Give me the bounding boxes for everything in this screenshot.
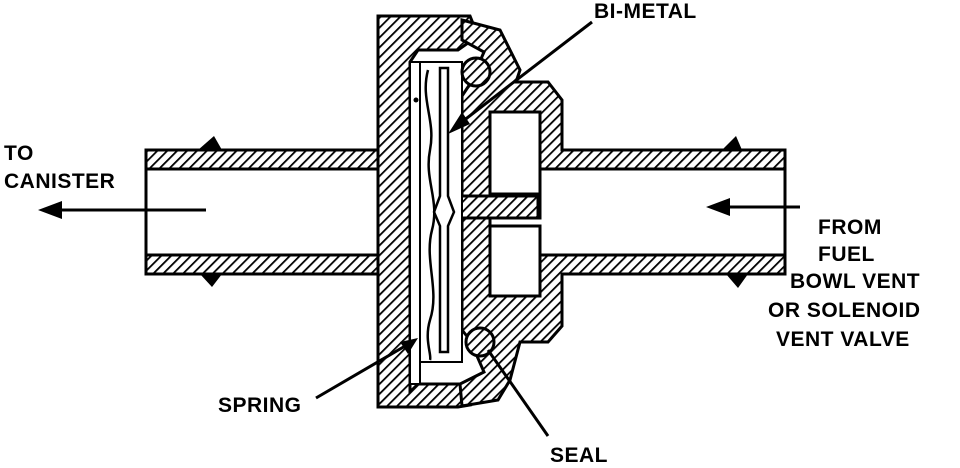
seal-ring-bottom (464, 326, 496, 358)
label-seal: SEAL (550, 444, 608, 467)
arrow-left-icon (38, 201, 62, 219)
label-to: TO (4, 142, 34, 165)
right-tube-barb-bottom (726, 274, 748, 288)
bi-metal-strip (432, 66, 456, 354)
left-tube-bottom-wall (144, 253, 392, 276)
left-tube-barb-bottom (200, 274, 222, 287)
right-tube-barb-top (722, 136, 742, 150)
seal-ring-top (460, 56, 492, 88)
flow-arrow-out (38, 201, 206, 219)
spring-coil (424, 69, 436, 361)
arrow-left-icon (706, 198, 730, 216)
pivot-dot (413, 97, 419, 103)
flow-arrow-in (706, 198, 800, 216)
label-spring: SPRING (218, 394, 302, 417)
leader-bi-metal-head (448, 112, 470, 134)
label-vent-valve: VENT VALVE (776, 328, 910, 351)
outlet-bore-upper-block (488, 110, 542, 196)
left-tube-top-wall (144, 148, 392, 171)
leader-bi-metal (453, 20, 593, 130)
label-bowl-vent: BOWL VENT (790, 270, 920, 293)
label-from: FROM (818, 216, 882, 239)
leader-seal (486, 349, 550, 437)
housing-right (446, 18, 787, 408)
valve-chamber (413, 56, 496, 363)
label-bi-metal: BI-METAL (594, 0, 697, 23)
label-or-solenoid: OR SOLENOID (768, 299, 921, 322)
left-tube-barb-top (198, 136, 222, 150)
outlet-bore-lower-block (488, 224, 542, 298)
leader-spring (315, 340, 413, 400)
label-canister: CANISTER (4, 170, 115, 193)
leader-spring-head (400, 338, 418, 354)
label-fuel: FUEL (818, 243, 875, 266)
